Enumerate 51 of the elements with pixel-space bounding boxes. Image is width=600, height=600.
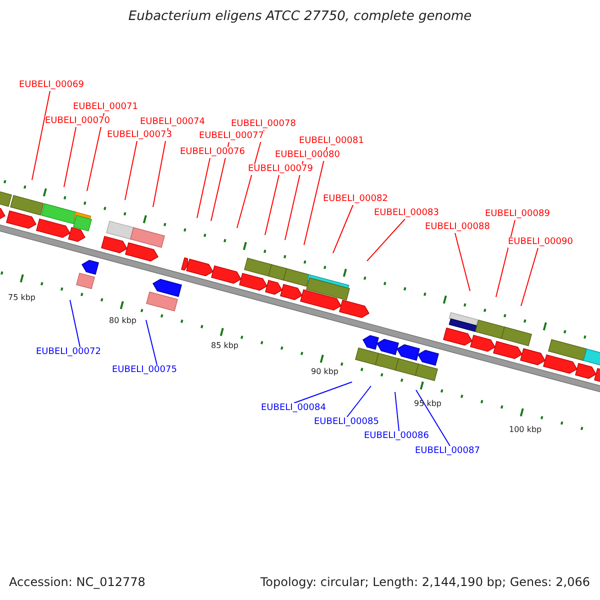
leader-line: [64, 126, 76, 188]
leader-line: [294, 382, 352, 404]
leader-line: [394, 392, 400, 432]
gene-label: EUBELI_00090: [508, 237, 573, 248]
gene-label: EUBELI_00085: [314, 417, 379, 428]
gene-label: EUBELI_00081: [299, 136, 364, 147]
leader-line: [152, 128, 168, 208]
leader-line: [70, 300, 80, 348]
leader-line: [32, 90, 50, 180]
leader-line: [332, 204, 354, 254]
gene-label: EUBELI_00074: [140, 117, 205, 128]
gene-label: EUBELI_00082: [323, 194, 388, 205]
leader-line: [146, 320, 158, 366]
gene-label: EUBELI_00075: [112, 365, 177, 376]
leader-line: [366, 218, 406, 262]
gene-label: EUBELI_00076: [180, 147, 245, 158]
gene-label: EUBELI_00069: [19, 80, 84, 91]
leader-line: [86, 112, 104, 192]
gene-label: EUBELI_00079: [248, 164, 313, 175]
scale-label: 95 kbp: [414, 399, 442, 408]
leader-line: [520, 248, 538, 306]
leader-line: [264, 174, 280, 236]
leader-line: [284, 160, 304, 240]
leader-line: [304, 146, 328, 246]
scale-label: 75 kbp: [8, 293, 36, 302]
gene-label: EUBELI_00086: [364, 431, 429, 442]
leader-line: [346, 386, 372, 418]
leader-line: [454, 232, 470, 292]
gene-label: EUBELI_00070: [45, 116, 110, 127]
gene-label: EUBELI_00088: [425, 222, 490, 233]
leader-line: [124, 140, 138, 200]
gene-label: EUBELI_00071: [73, 102, 138, 113]
leader-line: [496, 220, 516, 298]
gene-label: EUBELI_00089: [485, 209, 550, 220]
gene-label: EUBELI_00083: [374, 208, 439, 219]
leader-line: [196, 158, 210, 218]
leader-line: [416, 390, 450, 446]
gene-label: EUBELI_00073: [107, 130, 172, 141]
gene-label: EUBELI_00084: [261, 403, 326, 414]
gene-label: EUBELI_00080: [275, 150, 340, 161]
scale-label: 100 kbp: [509, 425, 542, 434]
title: Eubacterium eligens ATCC 27750, complete genome: [127, 9, 473, 25]
scale-label: 90 kbp: [311, 367, 339, 376]
gene-label: EUBELI_00078: [231, 119, 296, 130]
gene-label: EUBELI_00072: [36, 347, 101, 358]
accession-text: Accession: NC_012778: [9, 575, 146, 589]
gene-label: EUBELI_00077: [199, 131, 264, 142]
genome-stats-text: Topology: circular; Length: 2,144,190 bp; Genes: 2,066: [260, 575, 590, 589]
gene-label: EUBELI_00087: [415, 446, 480, 457]
scale-label: 85 kbp: [211, 341, 239, 350]
scale-label: 80 kbp: [109, 316, 137, 325]
